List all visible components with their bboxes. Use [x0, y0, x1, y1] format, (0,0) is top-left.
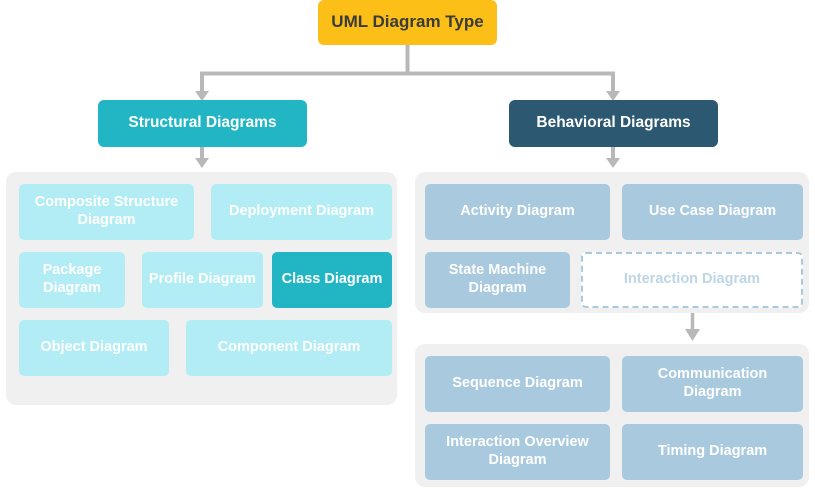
- leaf-interaction-overview-diagram[interactable]: Interaction Overview Diagram: [425, 424, 610, 480]
- leaf-communication-diagram[interactable]: Communication Diagram: [622, 356, 803, 412]
- leaf-package-diagram[interactable]: Package Diagram: [19, 252, 125, 308]
- root-node-uml-diagram-type[interactable]: UML Diagram Type: [318, 0, 497, 45]
- branch-header-structural-diagrams[interactable]: Structural Diagrams: [98, 100, 307, 147]
- leaf-profile-diagram[interactable]: Profile Diagram: [142, 252, 263, 308]
- branch-header-behavioral-diagrams[interactable]: Behavioral Diagrams: [509, 100, 718, 147]
- leaf-class-diagram[interactable]: Class Diagram: [272, 252, 392, 308]
- leaf-state-machine-diagram[interactable]: State Machine Diagram: [425, 252, 570, 308]
- leaf-sequence-diagram[interactable]: Sequence Diagram: [425, 356, 610, 412]
- leaf-timing-diagram[interactable]: Timing Diagram: [622, 424, 803, 480]
- leaf-object-diagram[interactable]: Object Diagram: [19, 320, 169, 376]
- leaf-composite-structure-diagram[interactable]: Composite Structure Diagram: [19, 184, 194, 240]
- leaf-activity-diagram[interactable]: Activity Diagram: [425, 184, 610, 240]
- leaf-deployment-diagram[interactable]: Deployment Diagram: [211, 184, 392, 240]
- leaf-component-diagram[interactable]: Component Diagram: [186, 320, 392, 376]
- leaf-interaction-diagram[interactable]: Interaction Diagram: [581, 252, 803, 308]
- leaf-use-case-diagram[interactable]: Use Case Diagram: [622, 184, 803, 240]
